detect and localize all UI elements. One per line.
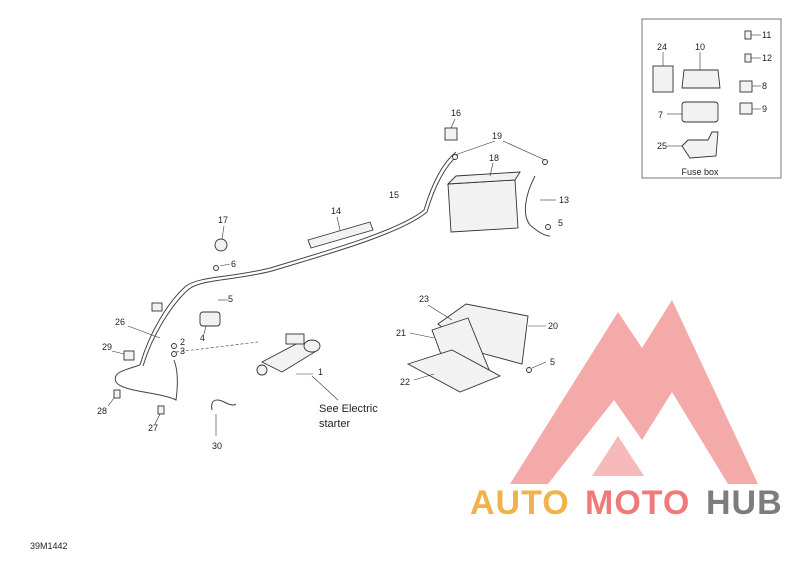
fuse-box-cover-10	[681, 69, 721, 89]
clamp-17	[214, 238, 228, 252]
callout-9: 9	[762, 104, 767, 114]
grommet-29	[123, 350, 135, 361]
starter-motor-1	[256, 333, 321, 376]
callout-23: 23	[419, 294, 429, 304]
callout-7: 7	[658, 110, 663, 120]
callout-4: 4	[200, 333, 205, 343]
terminal-cover-16	[444, 127, 458, 141]
fuse-box-caption: Fuse box	[681, 167, 719, 177]
relay-9	[739, 102, 753, 115]
callout-1: 1	[318, 367, 323, 377]
bolt-19a	[452, 154, 458, 160]
ground-cable-13	[524, 175, 551, 237]
callout-2: 2	[180, 337, 185, 347]
battery-tray-22	[406, 349, 502, 393]
callout-5-battery: 5	[558, 218, 563, 228]
fuse-block-24	[652, 65, 674, 93]
connector-27	[157, 405, 165, 415]
fuse-11	[744, 30, 752, 40]
callout-20: 20	[548, 321, 558, 331]
washer-2	[171, 343, 177, 349]
callout-22: 22	[400, 377, 410, 387]
callout-5-tray: 5	[550, 357, 555, 367]
fuse-box-base-7	[681, 101, 719, 123]
bolt-19b	[542, 159, 548, 165]
callout-15: 15	[389, 190, 399, 200]
holder-bracket	[151, 302, 163, 312]
battery-18-top	[446, 171, 521, 185]
bolt-5-battery	[545, 224, 551, 230]
callout-25: 25	[657, 141, 667, 151]
fuse-box-inset: Fuse box	[641, 18, 782, 179]
callout-8: 8	[762, 81, 767, 91]
callout-28: 28	[97, 406, 107, 416]
watermark-part-moto: MOTO	[585, 484, 690, 522]
starter-note-line1: See Electric	[319, 403, 378, 415]
connector-28	[113, 389, 121, 399]
callout-26: 26	[115, 317, 125, 327]
relay-8	[739, 80, 753, 93]
callout-labels: 1 2 3 4 5 5 5 6 7 8 9 10 11 12 13 14 15 …	[97, 30, 772, 451]
callout-27: 27	[148, 423, 158, 433]
bracket-25	[681, 131, 719, 159]
nut-6	[213, 265, 219, 271]
watermark-text: AUTO MOTO HUB	[470, 484, 783, 522]
callout-19: 19	[492, 131, 502, 141]
bolt-5-tray	[526, 367, 532, 373]
nut-3	[171, 351, 177, 357]
wire-harness-26	[114, 359, 178, 401]
callout-5-solenoid: 5	[228, 294, 233, 304]
callout-11: 11	[762, 30, 771, 40]
callout-6: 6	[231, 259, 236, 269]
watermark-part-hub: HUB	[706, 484, 783, 522]
callout-13: 13	[559, 195, 569, 205]
watermark-logo	[510, 300, 758, 484]
protective-sleeve-14	[307, 221, 374, 249]
callout-3: 3	[180, 346, 185, 356]
battery-18	[447, 179, 519, 233]
diagram-code: 39M1442	[30, 541, 68, 551]
cable-30	[211, 399, 237, 411]
watermark-part-auto: AUTO	[470, 484, 570, 522]
callout-14: 14	[331, 206, 341, 216]
callout-29: 29	[102, 342, 112, 352]
callout-12: 12	[762, 53, 772, 63]
wire-harness-15	[139, 151, 457, 366]
callout-24: 24	[657, 42, 667, 52]
callout-17: 17	[218, 215, 228, 225]
callout-21: 21	[396, 328, 406, 338]
callout-18: 18	[489, 153, 499, 163]
wire-harness-15-edge	[142, 154, 459, 367]
callout-10: 10	[695, 42, 705, 52]
callout-16: 16	[451, 108, 461, 118]
solenoid-4	[199, 311, 221, 327]
starter-note-line2: starter	[319, 418, 351, 430]
fuse-12	[744, 53, 752, 63]
callout-30: 30	[212, 441, 222, 451]
